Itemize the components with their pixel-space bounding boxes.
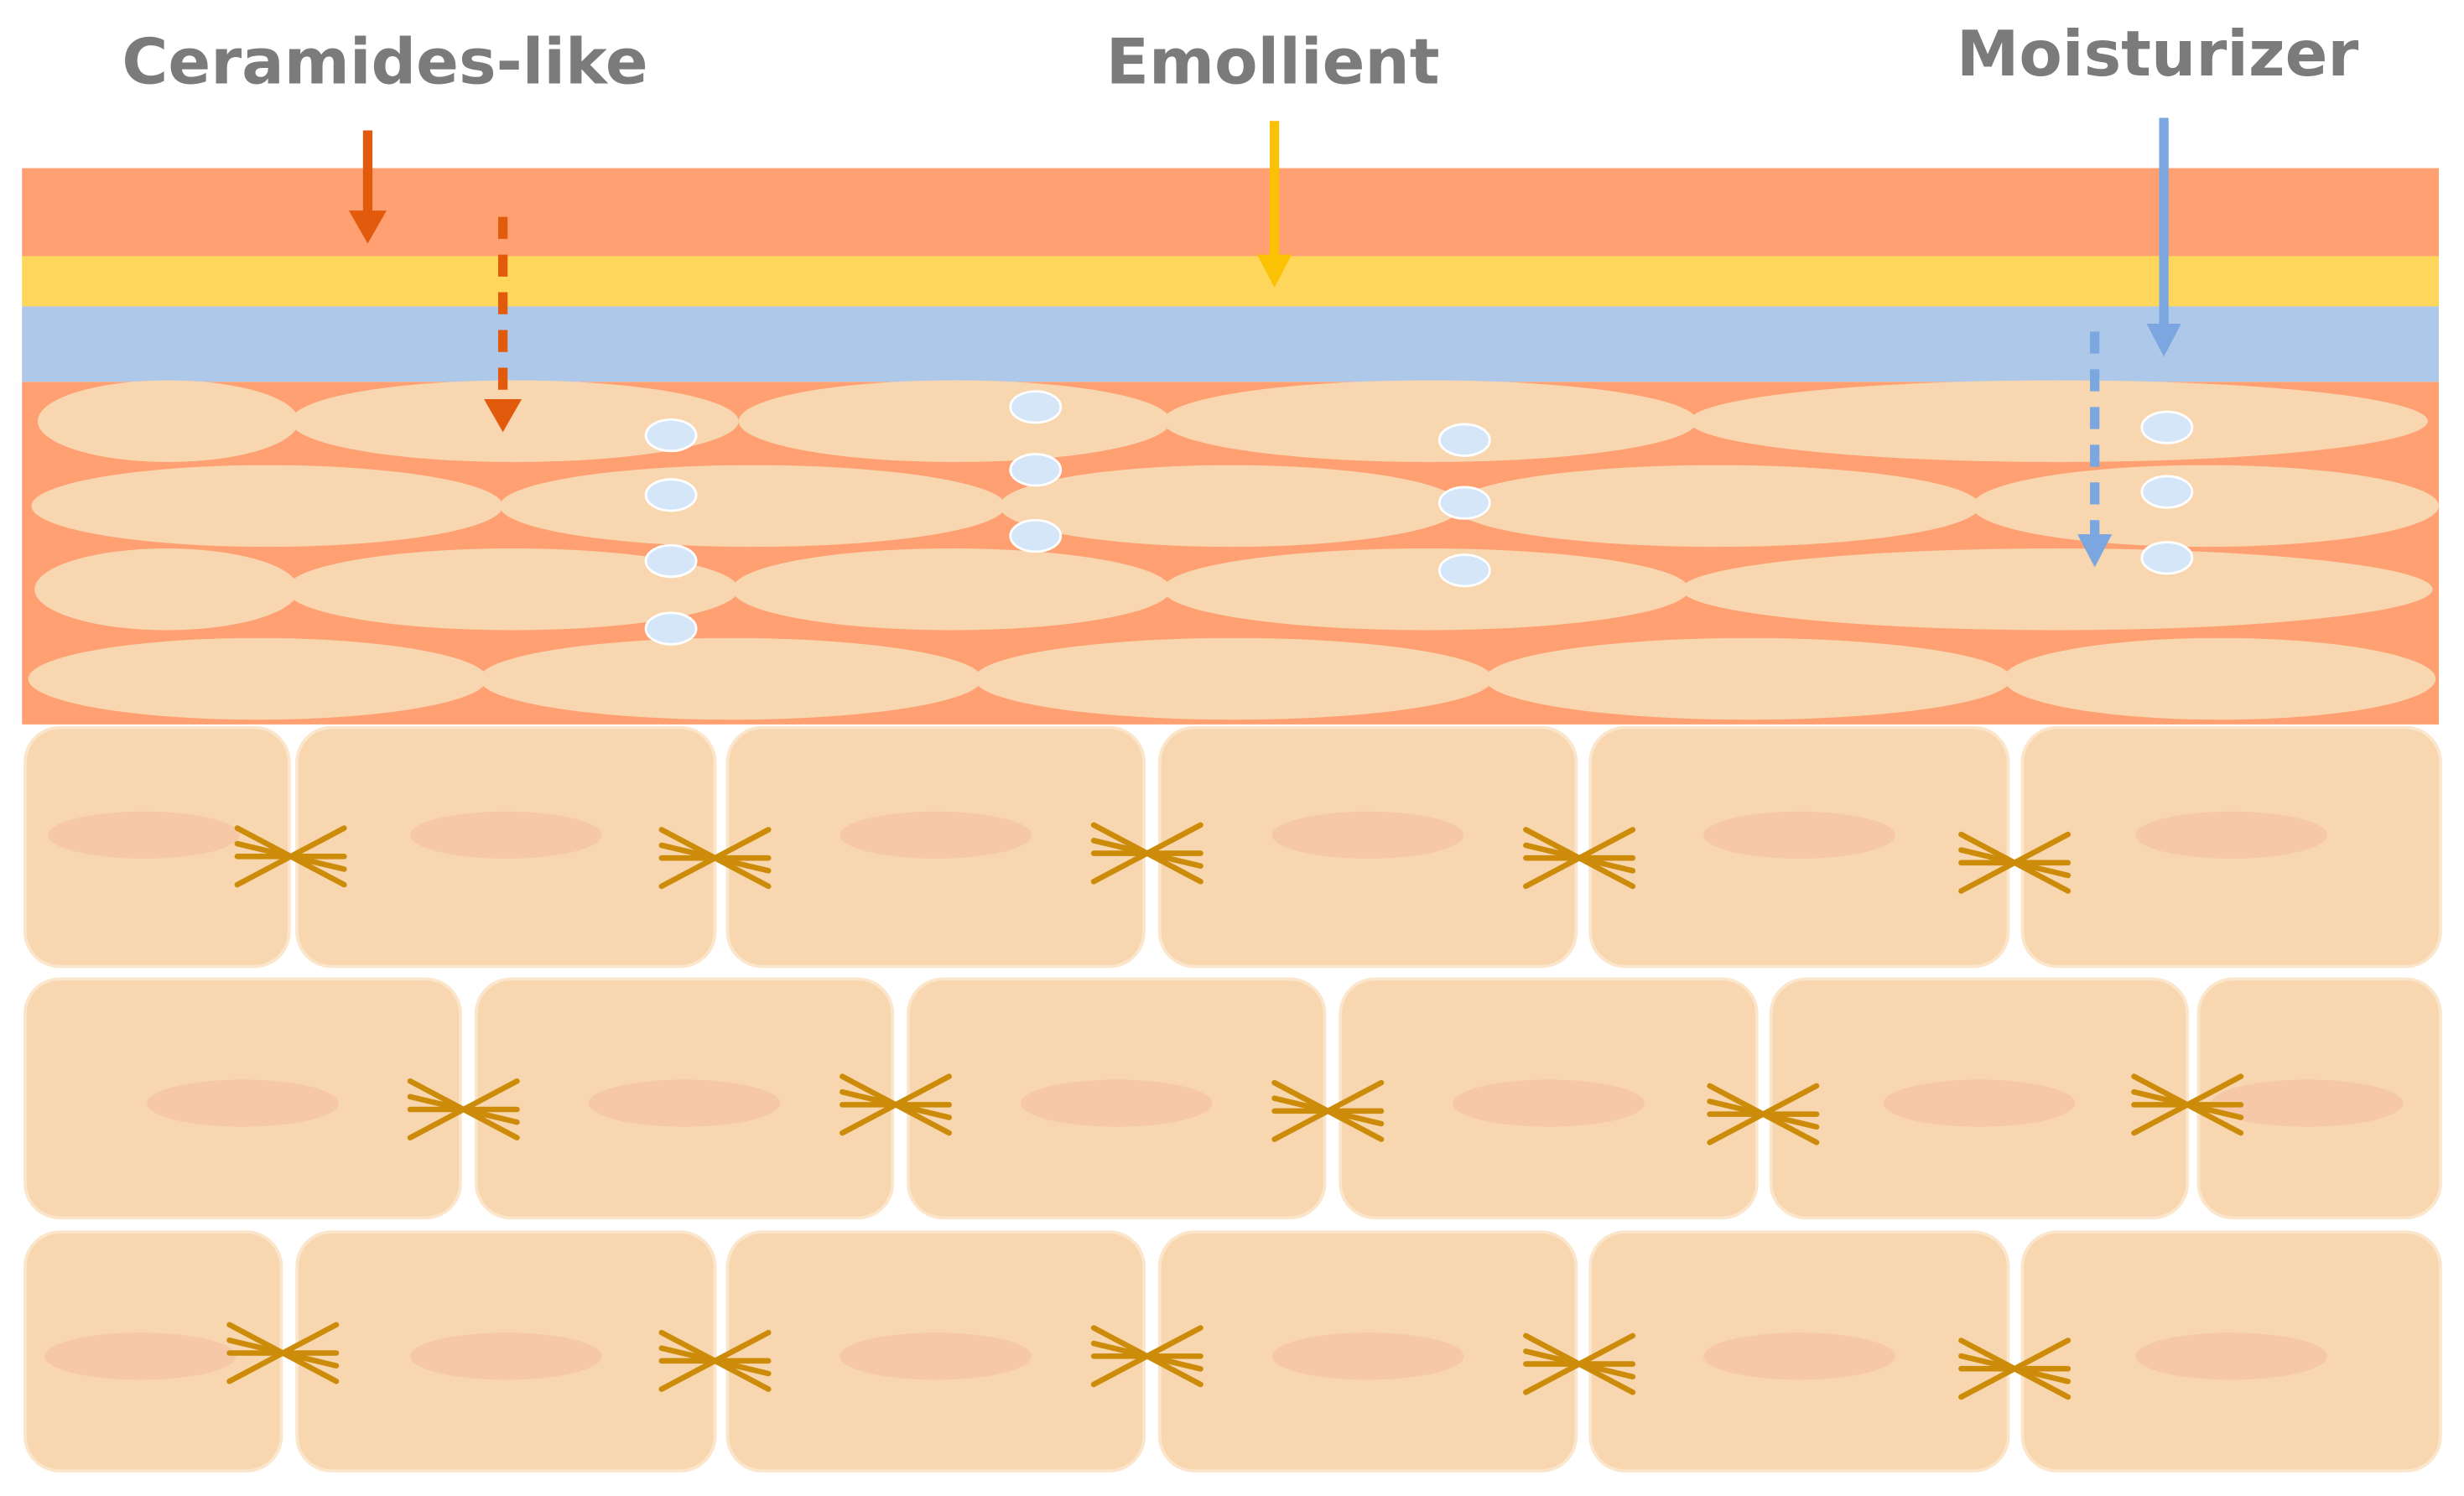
moisturizer-label: Moisturizer (1957, 17, 2359, 91)
living-cell-layer (23, 725, 2442, 1473)
water-droplet-icon (644, 543, 698, 579)
desmosome-junction-icon (1090, 822, 1203, 885)
cell-nucleus (48, 811, 240, 859)
ceramides-like-label: Ceramides-like (122, 24, 647, 98)
corneocyte (1453, 465, 1980, 548)
cell-nucleus (840, 1332, 1032, 1380)
desmosome-junction-icon (407, 1078, 520, 1141)
cell-nucleus (2211, 1079, 2404, 1127)
emollient-layer (22, 256, 2440, 307)
moisturizer-layer (22, 306, 2440, 382)
water-droplet-icon (2140, 541, 2194, 575)
corneocyte (2003, 637, 2436, 720)
cell-nucleus (410, 811, 602, 859)
ceramides-solid-arrow (348, 130, 387, 244)
water-droplet-icon (644, 478, 698, 512)
corneocyte (974, 637, 1494, 720)
cell-nucleus (1883, 1079, 2076, 1127)
desmosome-junction-icon (1271, 1079, 1385, 1142)
moisturizer-solid-arrow (2146, 117, 2181, 357)
water-droplet-icon (1009, 518, 1063, 553)
desmosome-junction-icon (658, 827, 772, 890)
corneocyte-layer (28, 380, 2440, 720)
water-droplet-icon (1437, 423, 1491, 457)
corneocyte (28, 637, 487, 720)
moisturizer-dashed-arrow (2077, 331, 2113, 568)
cell-nucleus (2135, 1332, 2327, 1380)
corneocyte (1681, 548, 2433, 631)
water-droplet-icon (1437, 486, 1491, 520)
water-droplet-icon (644, 418, 698, 453)
water-droplet-icon (1009, 390, 1063, 424)
cell-nucleus (1020, 1079, 1213, 1127)
corneocyte (1972, 465, 2440, 548)
water-droplet-icon (2140, 410, 2194, 444)
desmosome-junction-icon (1958, 831, 2072, 894)
desmosome-junction-icon (1523, 1332, 1636, 1395)
cell-nucleus (1271, 1332, 1464, 1380)
water-droplet-icon (1009, 453, 1063, 487)
desmosome-junction-icon (658, 1329, 772, 1392)
water-droplet-icon (644, 611, 698, 646)
corneocyte (479, 637, 983, 720)
cell-nucleus (1703, 1332, 1895, 1380)
desmosome-junction-icon (1958, 1338, 2072, 1400)
water-droplet-icon (2140, 475, 2194, 509)
ceramide-top-layer (22, 168, 2440, 257)
corneocyte (499, 465, 1006, 548)
corneocyte (1162, 380, 1697, 462)
corneocyte (1484, 637, 2012, 720)
cell-nucleus (588, 1079, 781, 1127)
water-droplet-icon (1437, 553, 1491, 588)
cell-nucleus (1453, 1079, 1645, 1127)
cell-nucleus (44, 1332, 237, 1380)
cell-nucleus (1271, 811, 1464, 859)
cell-nucleus (840, 811, 1032, 859)
corneocyte (286, 548, 739, 631)
desmosome-junction-icon (2131, 1073, 2244, 1136)
desmosome-junction-icon (1707, 1083, 1820, 1145)
desmosome-junctions (226, 822, 2244, 1400)
desmosome-junction-icon (1090, 1325, 1203, 1388)
desmosome-junction-icon (840, 1073, 953, 1136)
corneocyte (31, 465, 503, 548)
desmosome-junction-icon (1523, 827, 1636, 890)
corneocyte (1689, 380, 2428, 462)
corneocyte (732, 548, 1171, 631)
cell-nucleus (2135, 811, 2327, 859)
penetration-arrows (348, 117, 2181, 568)
emollient-label: Emollient (1106, 24, 1440, 98)
cell-nucleus (410, 1332, 602, 1380)
desmosome-junction-icon (234, 825, 347, 888)
desmosome-junction-icon (226, 1322, 340, 1384)
cell-nucleus (1703, 811, 1895, 859)
cell-nucleus (147, 1079, 339, 1127)
corneocyte (37, 380, 299, 462)
water-droplets (644, 390, 2194, 646)
corneocyte (1162, 548, 1690, 631)
corneocyte (738, 380, 1171, 462)
ceramides-dashed-arrow (484, 216, 522, 433)
corneocyte (999, 465, 1462, 548)
emollient-arrow (1256, 121, 1292, 288)
corneocyte (34, 548, 299, 631)
corneocyte (290, 380, 739, 462)
